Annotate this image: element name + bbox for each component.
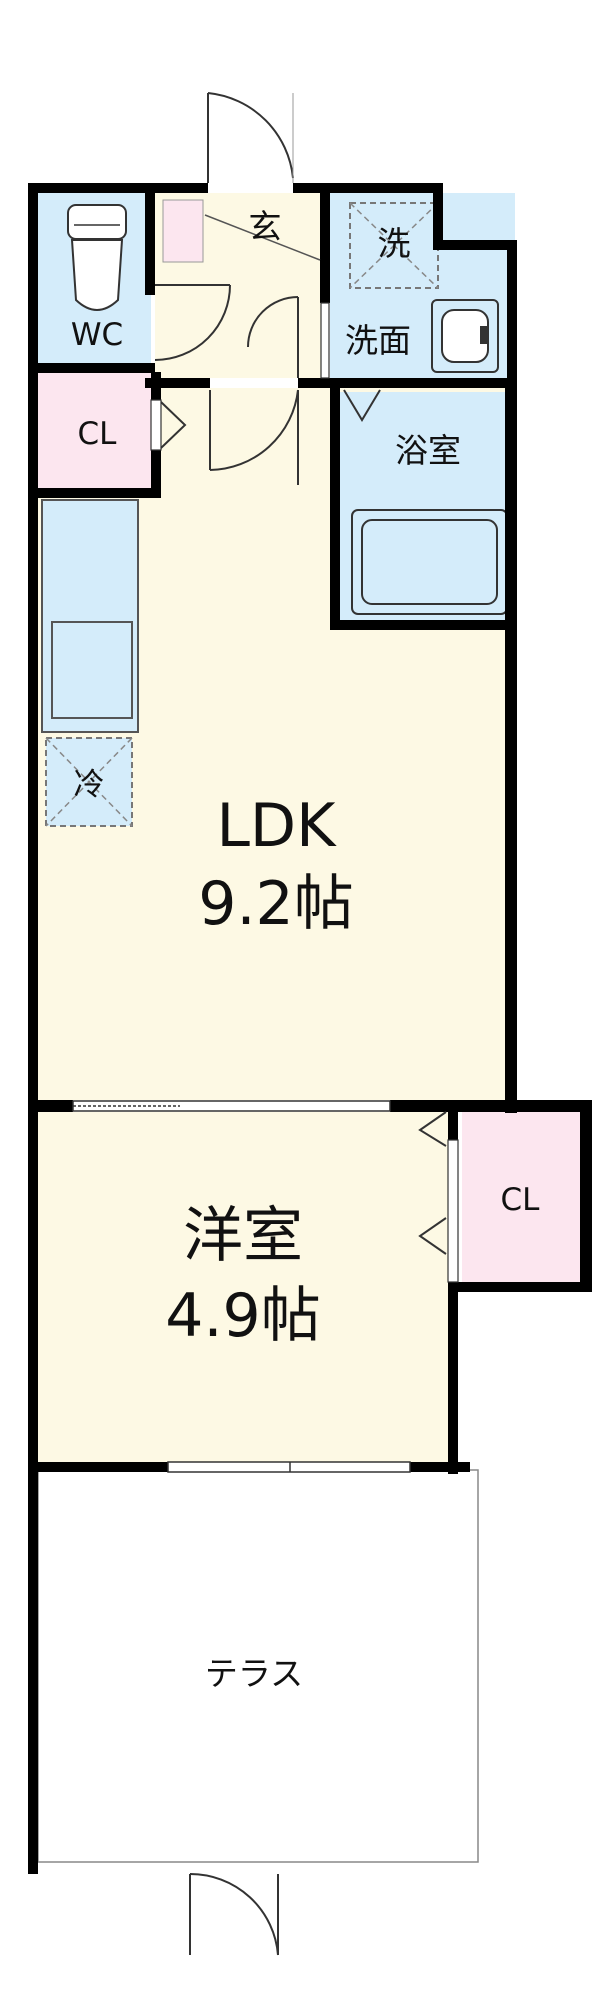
toilet bbox=[67, 204, 127, 311]
walls bbox=[28, 183, 592, 1874]
shoe-cabinet bbox=[162, 199, 204, 263]
western-room-floor bbox=[38, 1112, 456, 1470]
western-room-name: 洋室 bbox=[183, 1201, 303, 1271]
entrance-label: 玄 bbox=[249, 207, 282, 246]
terrace-floor bbox=[37, 1469, 479, 1863]
window-western bbox=[167, 1461, 411, 1473]
entrance-step bbox=[204, 214, 321, 261]
fridge-label: 冷 bbox=[74, 767, 105, 803]
wc-label: WC bbox=[71, 317, 123, 353]
ldk-size: 9.2帖 bbox=[198, 869, 353, 939]
bathroom-label: 浴室 bbox=[395, 431, 461, 470]
closet-top-label: CL bbox=[78, 416, 118, 452]
washroom-label: 洗面 bbox=[345, 321, 411, 360]
sliding-door-wash bbox=[320, 302, 330, 379]
terrace-label: テラス bbox=[205, 1654, 303, 1693]
washer-label: 洗 bbox=[378, 224, 411, 263]
kitchen-sink bbox=[51, 621, 133, 719]
closet-right-floor bbox=[462, 1112, 582, 1282]
ldk-name: LDK bbox=[217, 791, 338, 861]
door-swings bbox=[154, 92, 447, 1956]
closet-right-label: CL bbox=[501, 1182, 541, 1218]
closet-top-floor bbox=[38, 372, 151, 488]
western-room-size: 4.9帖 bbox=[165, 1281, 320, 1351]
